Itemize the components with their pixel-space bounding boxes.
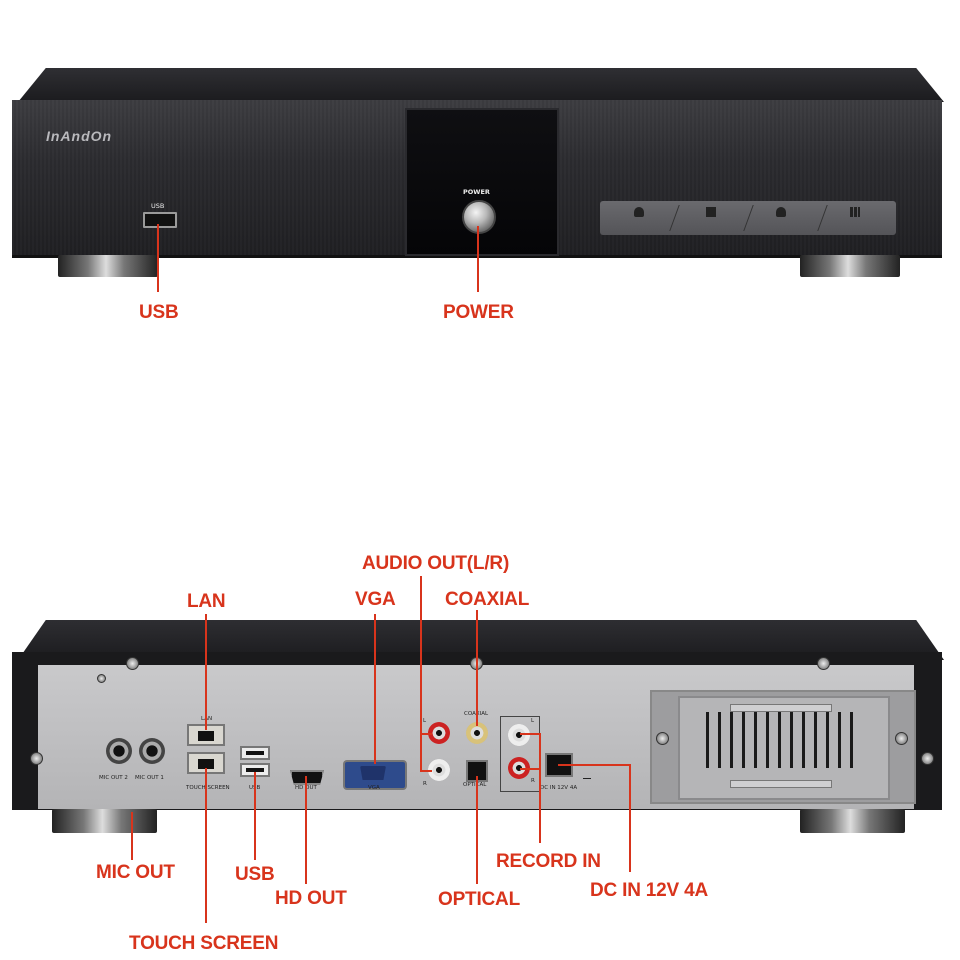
front-usb-label: USB [151, 202, 165, 210]
brand-logo: InAndOn [46, 128, 113, 144]
power-callout-line [477, 226, 479, 292]
dc-in-label: DC IN 12V 4A [540, 785, 578, 791]
dc-in-callout-line [629, 764, 631, 872]
vga-label: VGA [368, 785, 380, 791]
optical-label: OPTICAL [463, 782, 487, 788]
rear-usb-port-1[interactable] [240, 746, 270, 760]
mic-out-1-label: MIC OUT 1 [135, 775, 164, 781]
chart-icon [850, 207, 860, 217]
screw [817, 657, 830, 670]
hd-out-port[interactable] [290, 770, 324, 785]
record-in-r-jack[interactable] [508, 757, 530, 779]
touch-screen-callout-line [205, 768, 207, 923]
coaxial-callout: COAXIAL [445, 589, 530, 610]
vent-slot [838, 712, 841, 768]
vga-callout: VGA [355, 589, 396, 610]
screw [30, 752, 43, 765]
mic-out-2-jack[interactable] [106, 738, 132, 764]
vent-slot [766, 712, 769, 768]
record-in-callout: RECORD IN [496, 851, 601, 872]
dc-in-callout: DC IN 12V 4A [590, 880, 708, 901]
power-callout: POWER [443, 302, 514, 323]
power-button-label: POWER [463, 188, 490, 196]
vga-callout-line [374, 614, 376, 764]
vent-slot [826, 712, 829, 768]
vent-grille [678, 696, 890, 800]
vent-slot [730, 712, 733, 768]
audio-r-label: R [423, 781, 427, 787]
vent-slot [850, 712, 853, 768]
usb-callout-line [157, 224, 159, 292]
front-left-foot [58, 255, 158, 277]
vent-slot [790, 712, 793, 768]
touch-separator [817, 205, 828, 231]
usb-rear-callout-line [254, 772, 256, 860]
hd-out-callout: HD OUT [275, 888, 347, 909]
optical-callout-line [476, 776, 478, 884]
vent-slot [706, 712, 709, 768]
touch-separator [743, 205, 754, 231]
rec-l-label: L [531, 718, 535, 724]
dc-in-callout-line [558, 764, 631, 766]
coaxial-callout-line [476, 610, 478, 726]
rec-r-label: R [531, 778, 535, 784]
touch-screen-port-label: TOUCH SCREEN [186, 785, 230, 791]
front-top-lid [18, 68, 944, 102]
vent-slot [814, 712, 817, 768]
mic-out-callout-line [131, 812, 133, 860]
screw [97, 674, 106, 683]
record-in-callout-line [520, 733, 540, 735]
vent-slot [742, 712, 745, 768]
vent-tab [730, 704, 832, 712]
vent-slot [802, 712, 805, 768]
ground-icon [583, 778, 591, 779]
screw [895, 732, 908, 745]
usb-rear-callout: USB [235, 864, 275, 885]
lan-callout-line [205, 614, 207, 730]
screw [656, 732, 669, 745]
audio-l-label: L [423, 718, 427, 724]
record-in-l-jack[interactable] [508, 724, 530, 746]
vent-slot [718, 712, 721, 768]
mic-out-callout: MIC OUT [96, 862, 175, 883]
audio-out-callout-line [420, 733, 432, 735]
rear-left-foot [52, 809, 157, 833]
screw [921, 752, 934, 765]
lan-callout: LAN [187, 591, 226, 612]
rear-right-foot [800, 809, 905, 833]
image-icon [706, 207, 716, 217]
vent-tab [730, 780, 832, 788]
audio-out-r-jack[interactable] [428, 759, 450, 781]
person-icon [776, 207, 786, 217]
audio-out-callout-line [420, 576, 422, 734]
audio-out-callout-line [420, 733, 422, 772]
touch-screen-callout: TOUCH SCREEN [129, 933, 279, 954]
coaxial-jack[interactable] [466, 722, 488, 744]
hd-out-callout-line [305, 776, 307, 884]
record-in-callout-line [520, 768, 540, 770]
optical-callout: OPTICAL [438, 889, 520, 910]
power-button[interactable] [462, 200, 496, 234]
audio-out-callout-line [420, 770, 432, 772]
audio-out-callout: AUDIO OUT(L/R) [362, 553, 510, 574]
touch-panel[interactable] [600, 201, 896, 235]
mic-out-1-jack[interactable] [139, 738, 165, 764]
mic-out-2-label: MIC OUT 2 [99, 775, 128, 781]
mic-icon [634, 207, 644, 217]
front-right-foot [800, 255, 900, 277]
display-window [405, 108, 559, 256]
front-usb-port [143, 212, 177, 228]
vent-slot [778, 712, 781, 768]
audio-out-l-jack[interactable] [428, 722, 450, 744]
touch-separator [669, 205, 680, 231]
vent-slot [754, 712, 757, 768]
screw [126, 657, 139, 670]
record-in-callout-line [539, 733, 541, 843]
usb-callout: USB [139, 302, 179, 323]
